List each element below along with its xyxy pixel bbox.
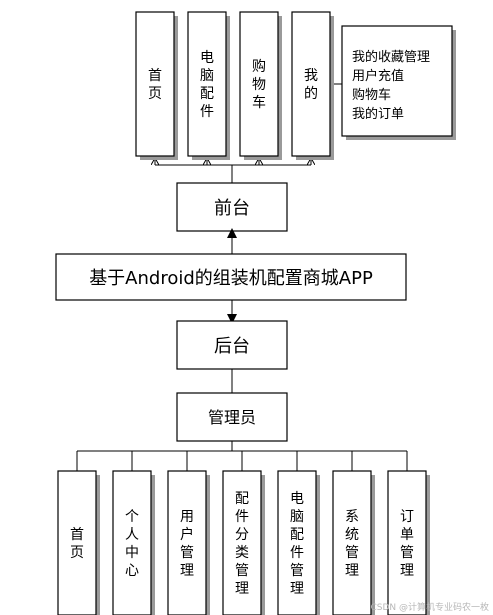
- admin-module-label-char: 分: [235, 527, 249, 543]
- admin-module-label-char: 单: [400, 527, 414, 543]
- admin-module-label-char: 理: [400, 563, 414, 579]
- admin-module-label-char: 管: [290, 563, 304, 579]
- admin-module-label-char: 管: [400, 545, 414, 561]
- admin-module-label-char: 理: [235, 581, 249, 597]
- admin-label: 管理员: [208, 408, 256, 427]
- backend-label: 后台: [214, 336, 250, 357]
- admin-module-label-char: 管: [345, 545, 359, 561]
- center-title: 基于Android的组装机配置商城APP: [89, 268, 373, 289]
- admin-module-label-char: 人: [125, 527, 139, 543]
- admin-module-label-char: 脑: [290, 509, 304, 525]
- admin-module-label-char: 理: [290, 581, 304, 597]
- admin-module-1: 首页: [57, 470, 100, 615]
- admin-module-label-char: 心: [125, 563, 139, 579]
- frontend-module-label-char: 首: [148, 68, 162, 84]
- admin-module-label-char: 电: [290, 491, 304, 507]
- frontend-module-label-char: 物: [252, 77, 266, 93]
- admin-module-label-char: 统: [345, 527, 359, 543]
- admin-module-label-char: 户: [180, 526, 194, 543]
- frontend-module-label-char: 脑: [200, 68, 214, 84]
- frontend-module-label-char: 页: [148, 86, 162, 102]
- admin-module-label-char: 件: [235, 509, 249, 525]
- frontend-module-label-char: 购: [252, 59, 266, 75]
- admin-connectors: [76, 441, 408, 471]
- frontend-module-4: 我的: [291, 11, 334, 160]
- frontend-module-label-char: 件: [200, 104, 214, 120]
- backend-box: 后台: [176, 320, 288, 370]
- my-submenu-item: 我的订单: [352, 106, 404, 122]
- admin-module-label-char: 中: [125, 545, 139, 561]
- frontend-module-3: 购物车: [239, 11, 282, 160]
- admin-module-label-char: 首: [70, 527, 84, 543]
- admin-module-label-char: 件: [290, 545, 304, 561]
- frontend-box: 前台: [176, 182, 288, 232]
- frontend-module-label-char: 配: [200, 86, 214, 102]
- frontend-label: 前台: [214, 198, 250, 219]
- admin-module-label-char: 类: [235, 545, 249, 561]
- admin-module-label-char: 个: [125, 509, 139, 525]
- admin-module-label-char: 管: [235, 563, 249, 579]
- admin-module-label-char: 配: [290, 527, 304, 543]
- frontend-module-label-char: 的: [304, 86, 318, 102]
- admin-module-label-char: 订: [400, 509, 414, 525]
- my-submenu-item: 用户充值: [352, 68, 404, 84]
- frontend-module-1: 首页: [135, 11, 178, 160]
- center-box: 基于Android的组装机配置商城APP: [55, 253, 407, 301]
- admin-module-label-char: 页: [70, 545, 84, 561]
- admin-module-label-char: 理: [180, 563, 194, 579]
- admin-module-label-char: 用: [180, 509, 194, 525]
- admin-module-label-char: 系: [345, 509, 359, 525]
- admin-module-label-char: 管: [180, 545, 194, 561]
- my-submenu-item: 购物车: [352, 87, 391, 103]
- admin-module-label-char: 配: [235, 491, 249, 507]
- frontend-module-label-char: 我: [304, 68, 318, 84]
- watermark: CSDN @计算机专业码农一枚: [370, 603, 489, 613]
- frontend-module-label-char: 电: [200, 50, 214, 66]
- admin-module-label-char: 理: [345, 563, 359, 579]
- frontend-module-label-char: 车: [252, 94, 266, 111]
- my-submenu-item: 我的收藏管理: [352, 49, 430, 65]
- admin-box: 管理员: [176, 392, 288, 442]
